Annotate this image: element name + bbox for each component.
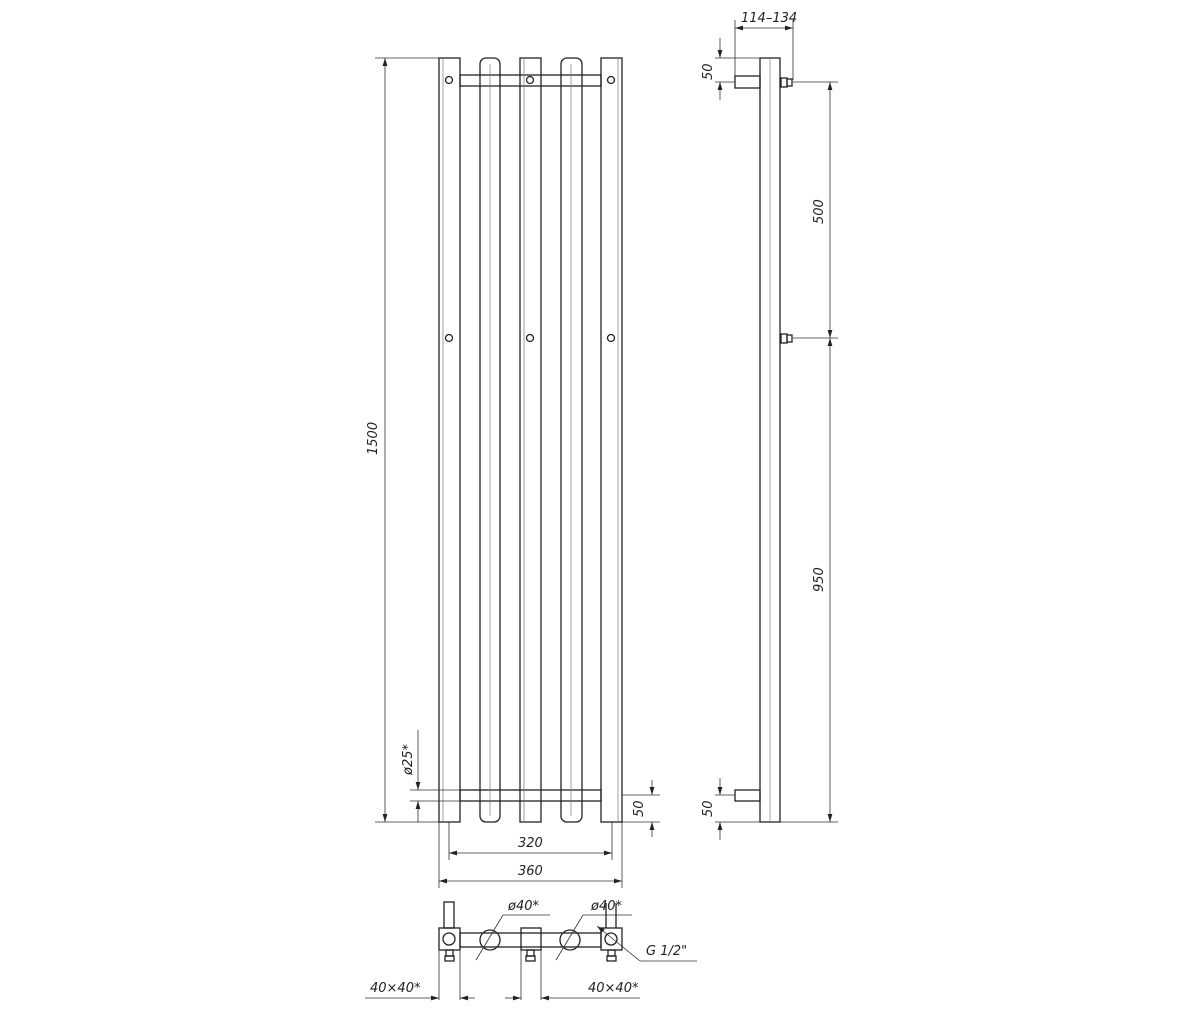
dim-collector-diameter-1: ø40*	[507, 899, 539, 914]
dim-square-left: 40×40*	[370, 981, 421, 996]
valve-icon	[780, 77, 793, 88]
valve-icon	[525, 949, 536, 962]
dim-bottom-offset-side: 50	[701, 800, 716, 817]
dim-axis-spacing: 320	[518, 836, 543, 851]
side-view: 114–134 50 500 950 50	[701, 11, 838, 840]
dim-collector-diameter-2: ø40*	[590, 899, 622, 914]
dim-top-offset-side: 50	[701, 63, 716, 80]
bottom-view: ø40* ø40* G 1/2" 40×40* 40×40*	[365, 899, 697, 1001]
dim-upper-valve-span: 500	[812, 199, 827, 224]
valve-icon	[606, 949, 617, 962]
dim-thread: G 1/2"	[646, 944, 687, 959]
dim-square-right: 40×40*	[588, 981, 639, 996]
valve-icon	[444, 949, 455, 962]
wall-bracket-bottom	[734, 789, 761, 802]
front-view: 1500 ø25* 50 320 360	[366, 57, 660, 888]
vertical-tubes	[438, 57, 623, 823]
valve-icon	[780, 333, 793, 344]
dim-lower-valve-span: 950	[812, 567, 827, 592]
dim-wall-distance: 114–134	[741, 11, 797, 26]
dim-width-total: 360	[518, 864, 543, 879]
mounting-holes	[444, 75, 616, 343]
wall-bracket-top	[734, 75, 761, 89]
dim-height-total: 1500	[366, 422, 381, 455]
dim-tube-diameter: ø25*	[401, 744, 416, 776]
dim-bottom-offset-front: 50	[632, 800, 647, 817]
horizontal-connectors	[459, 74, 602, 802]
